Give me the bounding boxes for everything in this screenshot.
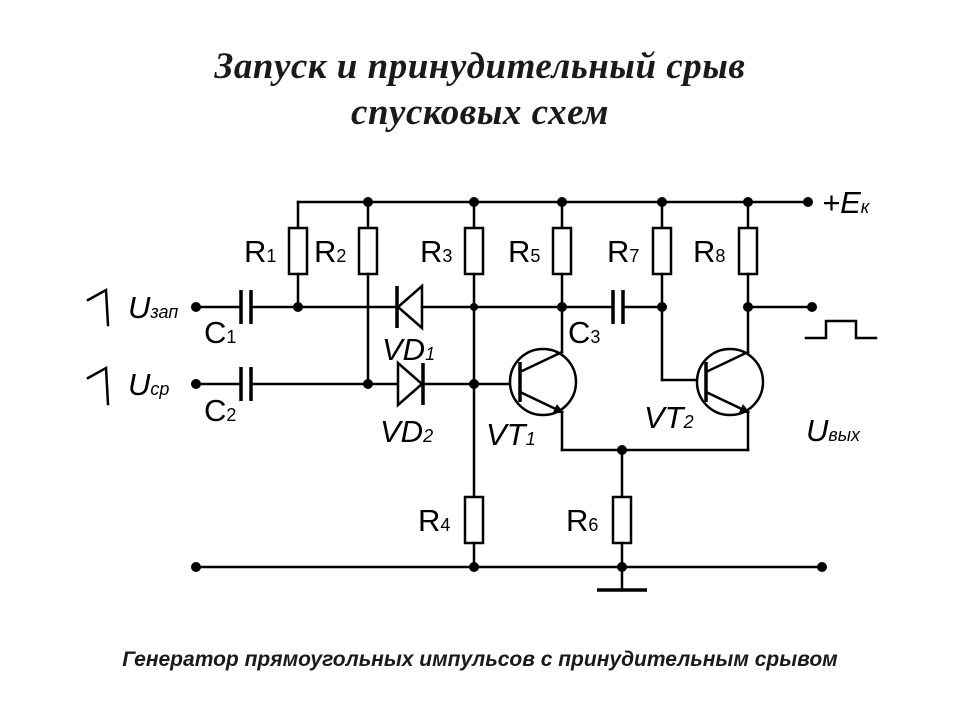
capacitor-c2 [191,367,398,401]
slide-title: Запуск и принудительный срыв спусковых с… [0,44,960,136]
label-r5: R5 [508,234,540,269]
supply-rail [296,197,813,207]
label-r8: R8 [693,234,725,269]
label-usr: Uср [128,367,169,402]
label-vd2: VD2 [380,414,433,449]
transistor-vt2 [695,347,765,452]
resistor-r6 [611,445,633,569]
output-pulse-icon [804,319,878,340]
resistor-r5 [551,197,573,354]
capacitor-c3 [472,290,664,324]
label-r4: R4 [418,503,450,538]
capacitor-c1 [191,290,398,324]
label-r1: R1 [244,234,276,269]
label-vd1: VD1 [382,332,435,367]
resistor-r4 [463,495,485,569]
resistor-r7 [651,197,704,382]
label-c3: C3 [568,315,600,350]
label-c2: C2 [204,393,236,428]
resistor-r3 [463,197,485,499]
label-ek: +Eк [822,185,871,220]
label-r7: R7 [607,234,639,269]
diode-vd1 [395,283,478,331]
slide-caption: Генератор прямоугольных импульсов с прин… [122,648,838,671]
ground-symbol [597,565,647,592]
ground-rail [191,562,827,572]
label-c1: C1 [204,315,236,350]
label-uzap: Uзап [128,290,178,325]
label-vt1: VT1 [486,417,536,452]
label-r3: R3 [420,234,452,269]
trigger-pulse-icon [86,287,110,327]
transistor-vt1 [508,347,750,452]
label-uvyh: Uвых [806,413,861,448]
title-line-2: спусковых схем [351,92,609,133]
label-r6: R6 [566,503,598,538]
resistor-r8 [737,197,817,354]
diode-vd2 [396,360,518,408]
reset-pulse-icon [86,365,110,406]
resistor-r1 [287,200,309,312]
title-line-1: Запуск и принудительный срыв [214,46,746,87]
label-r2: R2 [314,234,346,269]
label-vt2: VT2 [644,400,694,435]
resistor-r2 [357,197,379,389]
